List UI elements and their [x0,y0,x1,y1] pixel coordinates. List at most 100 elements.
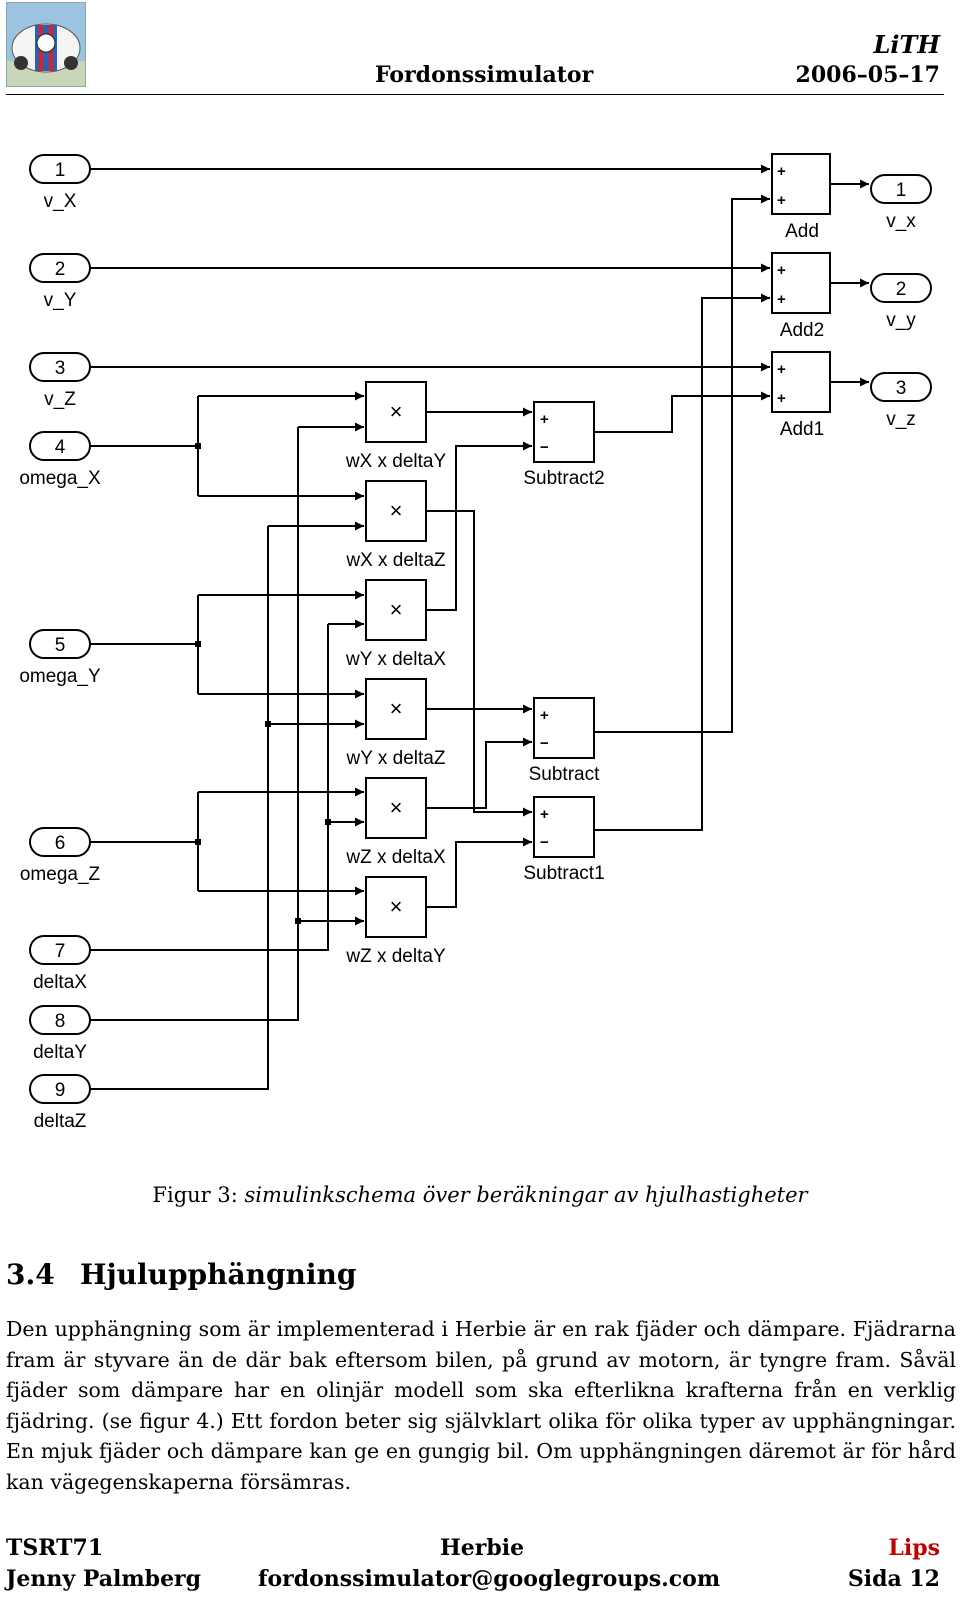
plus-sign: + [777,192,786,209]
section-number: 3.4 [6,1258,55,1291]
subtract-block [533,401,595,463]
body-paragraph: Den upphängning som är implementerad i H… [6,1317,956,1494]
inport-7 [29,935,91,965]
footer-project: Herbie [440,1535,525,1561]
outport-number: 3 [896,378,907,399]
header-rule [6,94,944,95]
inport-number: 1 [55,160,66,181]
subtract-block [533,697,595,759]
minus-sign: − [540,439,549,456]
wire-deltaz [90,526,269,1090]
inport-number: 5 [55,635,66,656]
multiply-icon: × [390,498,403,523]
product-label: wZ x deltaY [345,946,446,967]
branch-point [295,918,301,924]
multiply-icon: × [390,894,403,919]
multiply-icon: × [390,795,403,820]
inport-label: deltaZ [34,1111,87,1132]
add-block [771,252,831,314]
branch-point [195,641,201,647]
inport-label: v_Z [44,389,76,410]
product-label: wY x deltaX [345,649,446,670]
inport-3 [29,352,91,382]
section-heading: 3.4 Hjulupphängning [6,1258,356,1291]
inport-label: omega_Y [19,666,101,687]
wire-p6-to-sub1 [426,837,532,908]
branch-point [265,721,271,727]
plus-sign: + [777,361,786,378]
plus-sign: + [777,291,786,308]
minus-sign: − [540,834,549,851]
footer-course: TSRT71 [6,1535,104,1561]
wire-p3-to-sub2 [426,441,532,611]
product-block [365,381,427,443]
wire-p5-to-sub [426,737,532,809]
figure-caption-text: simulinkschema över beräkningar av hjulh… [244,1183,808,1207]
inport-label: deltaY [33,1042,87,1063]
outport-label: v_z [886,409,916,430]
footer-page: Sida 12 [847,1566,940,1592]
product-label: wX x deltaZ [345,550,446,571]
multiply-icon: × [390,696,403,721]
inport-number: 9 [55,1080,66,1101]
product-block [365,579,427,641]
header-title: Fordonssimulator [375,62,594,88]
simulink-diagram: 1v_X2v_Y3v_Z4omega_X5omega_Y6omega_Z7del… [19,153,932,1132]
subtract-block [533,796,595,858]
product-label: wZ x deltaX [345,847,446,868]
inport-label: v_X [44,191,77,212]
inport-number: 6 [55,833,66,854]
wire-deltax [90,624,329,951]
outport-label: v_y [886,310,916,331]
outport-3 [870,372,932,402]
inport-8 [29,1005,91,1035]
inport-number: 3 [55,358,66,379]
subtract-label: Subtract1 [523,863,604,884]
product-label: wX x deltaY [345,451,447,472]
inport-label: omega_X [19,468,101,489]
inport-number: 7 [55,941,66,962]
outport-1 [870,174,932,204]
product-block [365,876,427,938]
wire-p2-to-sub1 [426,510,532,817]
subtract-label: Subtract2 [523,468,604,489]
minus-sign: − [540,735,549,752]
add-label: Add1 [780,419,824,440]
plus-sign: + [540,411,549,428]
inport-number: 2 [55,259,66,280]
inport-5 [29,629,91,659]
plus-sign: + [777,262,786,279]
inport-label: deltaX [33,972,87,993]
footer-email: fordonssimulator@googlegroups.com [258,1566,721,1592]
plus-sign: + [540,806,549,823]
section-title: Hjulupphängning [80,1258,357,1291]
branch-point [195,839,201,845]
product-block [365,678,427,740]
wire-deltay [90,427,299,1021]
figure-caption: Figur 3: simulinkschema över beräkningar… [0,1183,960,1207]
inport-number: 4 [55,437,66,458]
footer-brand: Lips [888,1535,940,1561]
wire-sub1-to-add2 [594,293,770,831]
add-label: Add2 [780,320,824,341]
header-org: LiTH [873,30,940,59]
inport-9 [29,1074,91,1104]
inport-label: v_Y [44,290,77,311]
plus-sign: + [540,707,549,724]
inport-4 [29,431,91,461]
plus-sign: + [777,163,786,180]
herbie-car-logo [6,2,86,87]
branch-point [195,443,201,449]
product-block [365,480,427,542]
wire-sub-to-add [594,194,770,733]
branch-point [325,819,331,825]
header-date: 2006–05–17 [795,62,940,88]
inport-2 [29,253,91,283]
add-block [771,153,831,215]
footer-author: Jenny Palmberg [6,1566,202,1592]
inport-6 [29,827,91,857]
multiply-icon: × [390,399,403,424]
product-block [365,777,427,839]
inport-number: 8 [55,1011,66,1032]
add-label: Add [785,221,819,242]
